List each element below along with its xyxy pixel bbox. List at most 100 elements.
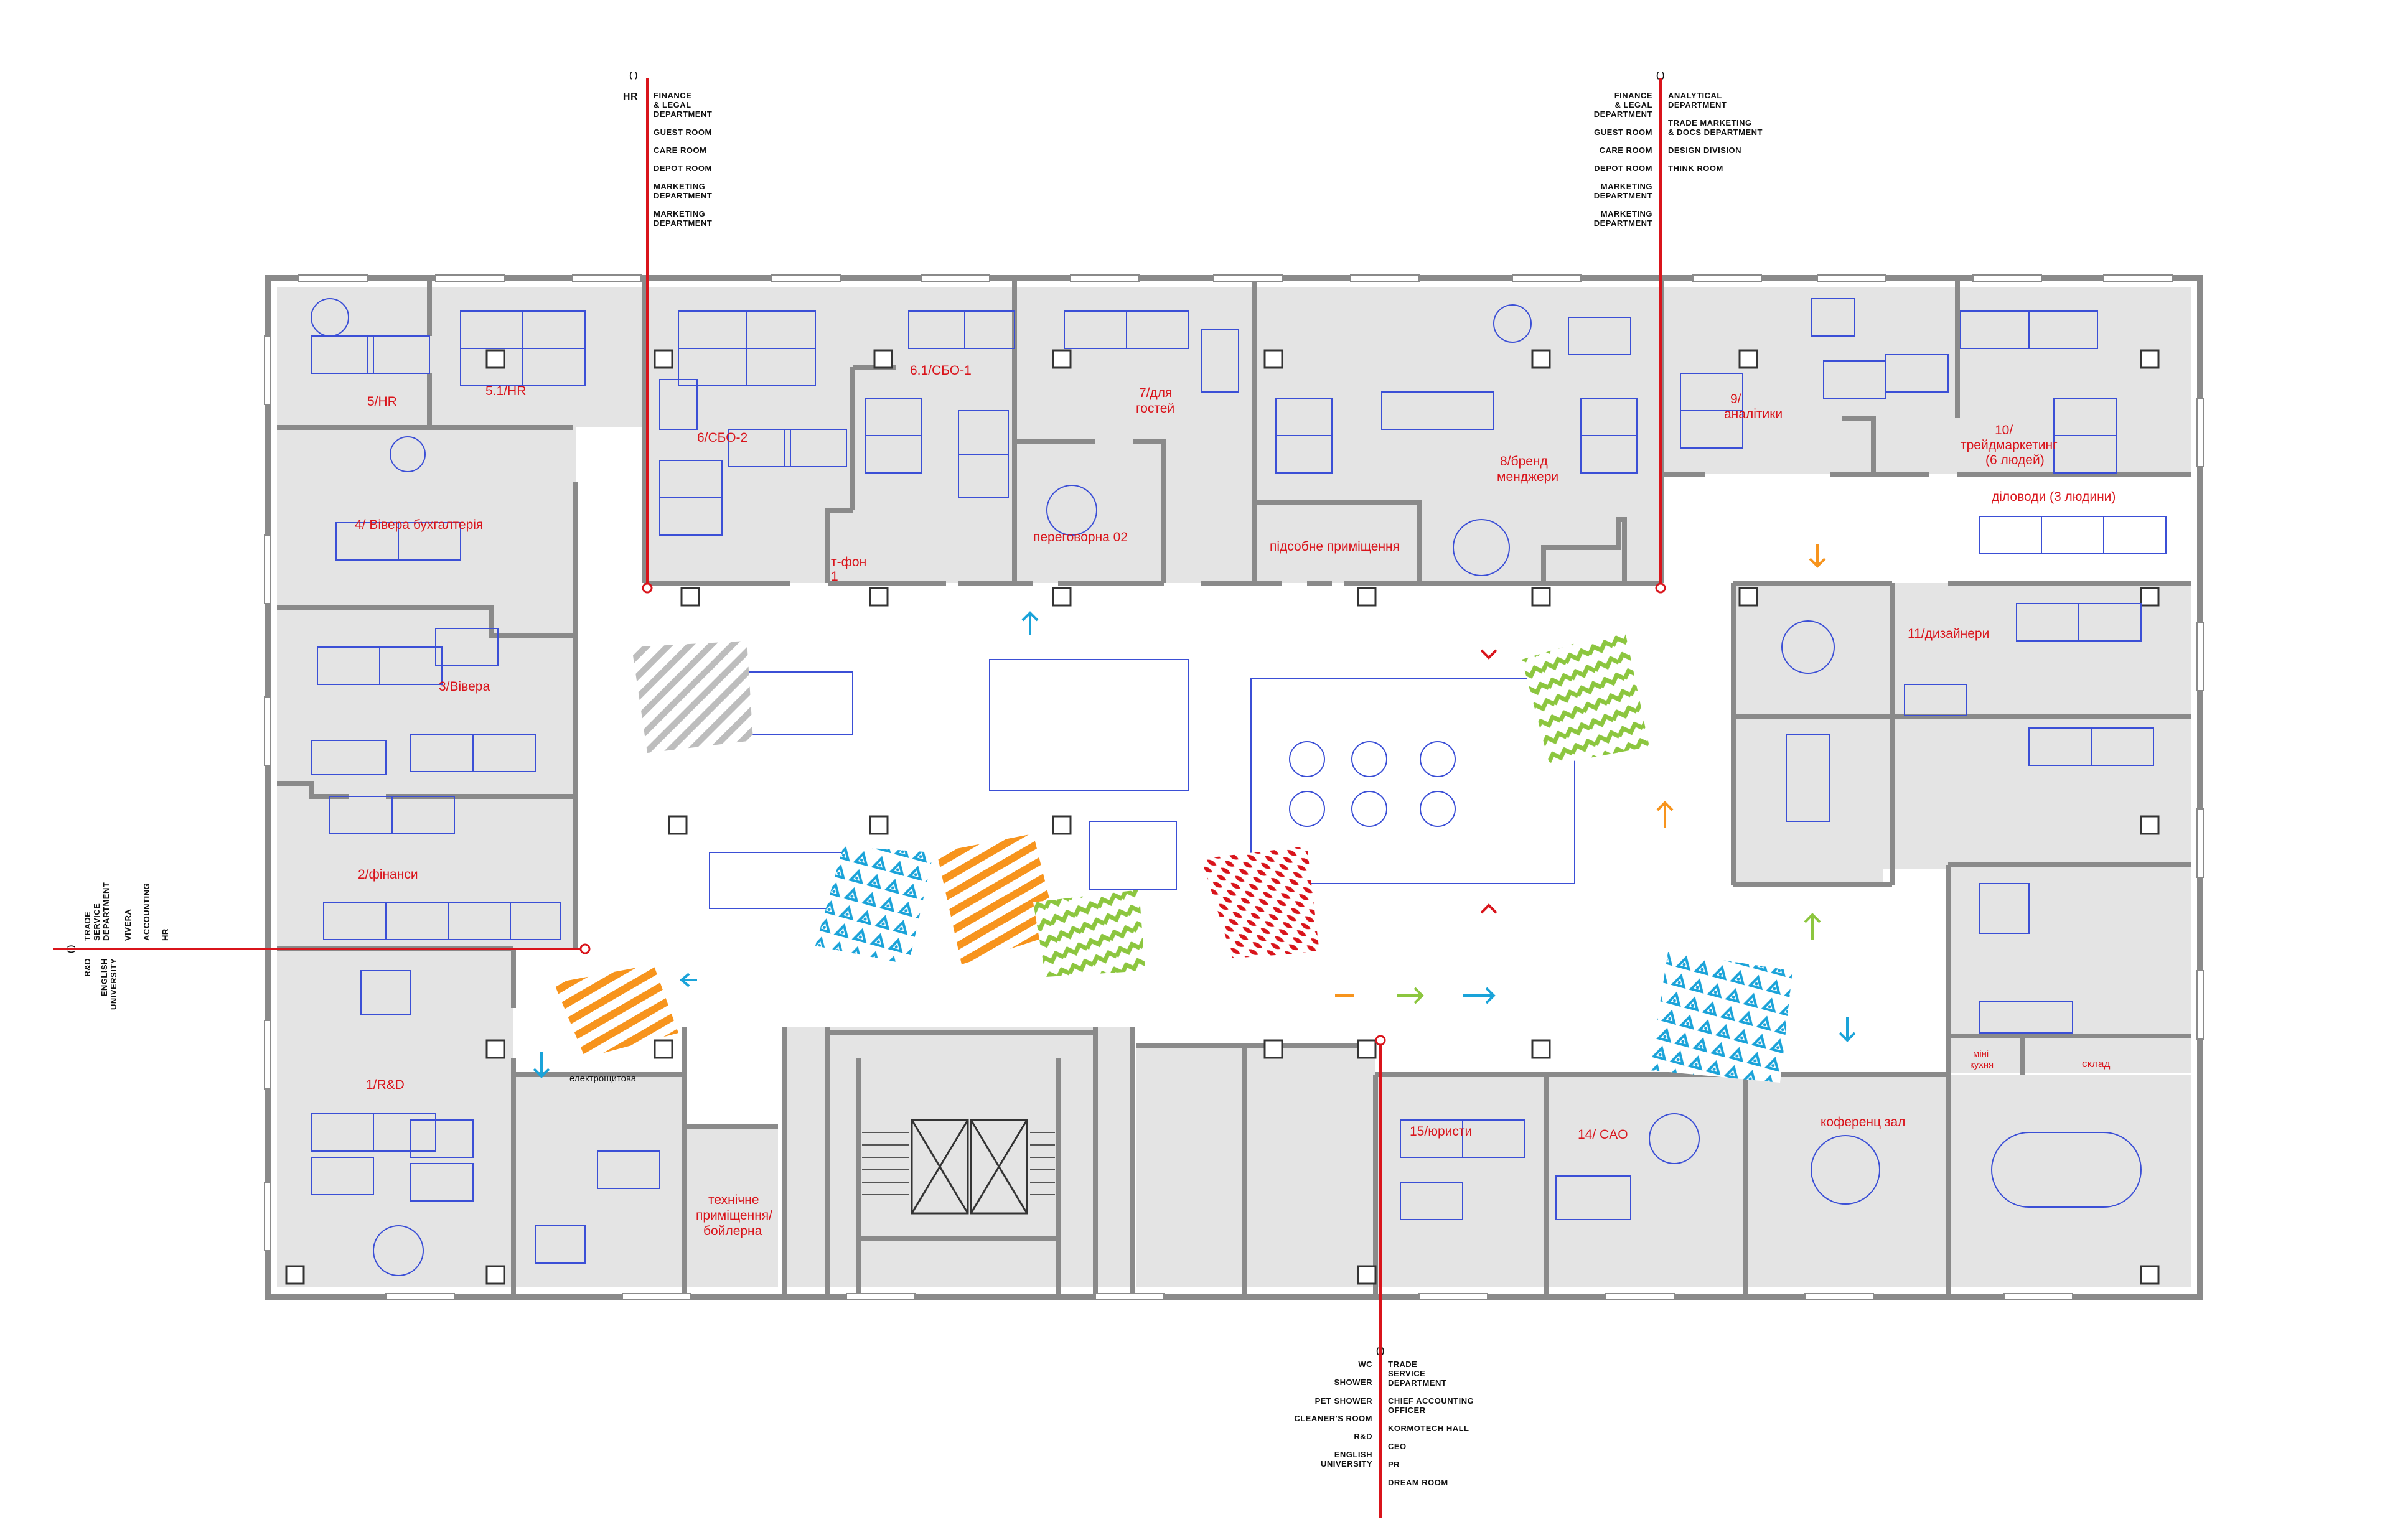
sign-text: TRADE MARKETING	[1668, 118, 1752, 128]
furniture	[311, 298, 2167, 1276]
sign-text: DEPARTMENT	[654, 110, 712, 119]
room-label-6-sbo2: 6/СБО-2	[697, 431, 747, 445]
sign-text: R&D	[1354, 1432, 1372, 1441]
sign-text: THINK ROOM	[1668, 164, 1723, 173]
room-label-15-lawyers: 15/юристи	[1410, 1124, 1472, 1139]
sign-text: PET SHOWER	[1315, 1396, 1373, 1406]
sign-text: ENGLISH	[100, 958, 109, 996]
stair-steps	[862, 1132, 1055, 1195]
room-label-conference: коференц зал	[1821, 1115, 1905, 1129]
sign-text: KORMOTECH HALL	[1388, 1424, 1469, 1433]
sign-text: & LEGAL	[1614, 100, 1652, 110]
room-label-51-hr: 5.1/HR	[485, 384, 526, 398]
sign-text: UNIVERSITY	[109, 958, 118, 1010]
room-label-3-vivera: 3/Вівера	[439, 679, 490, 694]
room-label-11-designers: 11/дизайнери	[1908, 627, 1989, 641]
sign-text: MARKETING	[1601, 182, 1652, 191]
room-label-tfon-line1: т-фон	[831, 555, 866, 569]
sign-text: & LEGAL	[654, 100, 691, 110]
sign-top-left: ( ) HR FINANCE & LEGAL DEPARTMENT GUEST …	[623, 70, 712, 228]
room-label-docs: діловоди (3 людини)	[1992, 490, 2116, 504]
sign-text: DEPARTMENT	[1594, 110, 1652, 119]
room-label-4-vivera-accounting: 4/ Вівера бухгалтерія	[355, 518, 483, 532]
sign-text: ACCOUNTING	[142, 883, 151, 941]
room-label-8-line2: менджери	[1497, 470, 1558, 484]
sign-text: PR	[1388, 1460, 1400, 1469]
room-label-mini-line2: кухня	[1970, 1060, 1994, 1070]
sign-text: R&D	[83, 958, 92, 977]
room-label-electrical: електрощитова	[569, 1073, 637, 1084]
sign-text: CLEANER'S ROOM	[1294, 1414, 1372, 1423]
sign-text: TRADE	[1388, 1360, 1417, 1369]
sign-text: DEPARTMENT	[1668, 100, 1727, 110]
sign-text: OFFICER	[1388, 1406, 1426, 1415]
room-label-7-line2: гостей	[1136, 401, 1174, 416]
sign-marker: ( )	[1376, 1346, 1385, 1355]
wayfinding-arrows	[533, 544, 1856, 1078]
sign-text: DESIGN DIVISION	[1668, 146, 1741, 155]
sign-text: HR	[161, 928, 170, 941]
sign-text: SHOWER	[1334, 1378, 1373, 1387]
sign-text: CEO	[1388, 1442, 1407, 1451]
sign-text: WC	[1358, 1360, 1372, 1369]
room-label-61-sbo1: 6.1/СБО-1	[910, 363, 972, 378]
sign-text: DEPOT ROOM	[654, 164, 712, 173]
sign-text: ENGLISH	[1334, 1450, 1372, 1459]
structural-columns	[285, 349, 2160, 1285]
room-label-tech-line1: технічне	[708, 1193, 759, 1207]
room-label-tech-line3: бойлерна	[703, 1224, 762, 1238]
sign-text: DEPARTMENT	[1594, 191, 1652, 200]
sign-text: MARKETING	[654, 209, 705, 218]
sign-text: DEPARTMENT	[654, 218, 712, 228]
sign-text: GUEST ROOM	[1594, 128, 1652, 137]
room-label-tfon-line2: 1	[831, 569, 838, 584]
room-label-14-cao: 14/ CAO	[1578, 1127, 1628, 1142]
sign-marker: ( )	[66, 945, 75, 953]
room-label-storage: склад	[2082, 1058, 2111, 1070]
sign-text: GUEST ROOM	[654, 128, 712, 137]
sign-text: CARE ROOM	[654, 146, 706, 155]
room-label-9-line2: аналітики	[1724, 407, 1783, 421]
sign-text: HR	[623, 91, 638, 102]
sign-text: SERVICE	[92, 903, 101, 941]
elevators	[911, 1119, 1028, 1215]
sign-top-right: ( ) FINANCE & LEGAL DEPARTMENT GUEST ROO…	[1594, 70, 1763, 228]
room-label-mini-line1: міні	[1973, 1048, 1989, 1059]
room-label-meeting-02: переговорна 02	[1033, 530, 1128, 544]
sign-marker: ( )	[629, 70, 638, 80]
axis-lines	[53, 78, 1662, 1518]
sign-text: DEPARTMENT	[1594, 218, 1652, 228]
sign-text: UNIVERSITY	[1321, 1459, 1372, 1468]
sign-text: CARE ROOM	[1600, 146, 1652, 155]
sign-text: TRADE	[83, 912, 92, 941]
sign-text: FINANCE	[1614, 91, 1652, 100]
sign-text: ANALYTICAL	[1668, 91, 1722, 100]
floor-patterns	[554, 628, 1792, 1083]
room-label-5-hr: 5/HR	[367, 394, 397, 409]
sign-text: DEPARTMENT	[654, 191, 712, 200]
room-label-2-finance: 2/фінанси	[358, 867, 418, 882]
room-label-7-line1: 7/для	[1139, 386, 1172, 400]
sign-left: ( ) R&D ENGLISH UNIVERSITY TRADE SERVICE…	[66, 882, 170, 1010]
sign-text: DEPARTMENT	[1388, 1378, 1446, 1388]
sign-text: FINANCE	[654, 91, 691, 100]
sign-bottom: ( ) WC SHOWER PET SHOWER CLEANER'S ROOM …	[1294, 1346, 1474, 1487]
room-label-10-line1: 10/	[1995, 423, 2013, 437]
windows	[264, 274, 2204, 1300]
axis-markers	[579, 582, 1666, 1046]
sign-text: DEPARTMENT	[101, 882, 111, 941]
room-label-tech-line2: приміщення/	[696, 1208, 772, 1223]
sign-text: MARKETING	[1601, 209, 1652, 218]
sign-text: CHIEF ACCOUNTING	[1388, 1396, 1474, 1406]
room-label-10-line3: (6 людей)	[1985, 453, 2045, 467]
sign-text: DREAM ROOM	[1388, 1478, 1448, 1487]
room-label-9-line1: 9/	[1730, 392, 1741, 406]
room-label-8-line1: 8/бренд	[1500, 454, 1548, 469]
sign-text: SERVICE	[1388, 1369, 1425, 1378]
room-labels: 5/HR 5.1/HR 6/СБО-2 6.1/СБО-1 7/для гост…	[355, 363, 2116, 1238]
sign-marker: ( )	[1656, 70, 1665, 80]
room-label-1-rnd: 1/R&D	[366, 1078, 405, 1092]
sign-text: DEPOT ROOM	[1594, 164, 1652, 173]
room-fills	[277, 287, 2191, 1287]
